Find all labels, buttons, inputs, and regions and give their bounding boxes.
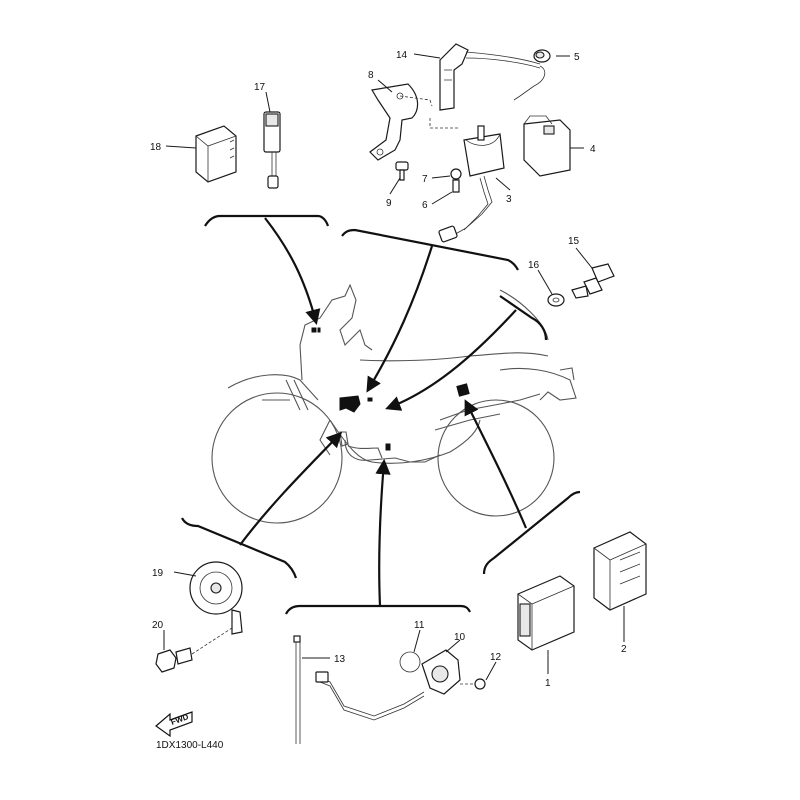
- callout-15[interactable]: 15: [568, 236, 580, 247]
- part-2-regulator[interactable]: [593, 531, 647, 611]
- callout-3[interactable]: 3: [506, 194, 512, 205]
- motorcycle-silhouette: [211, 283, 577, 524]
- leader-lines: [163, 53, 625, 681]
- callout-7[interactable]: 7: [422, 174, 428, 185]
- callout-18[interactable]: 18: [150, 142, 162, 153]
- part-4-coil-cover[interactable]: [523, 115, 571, 177]
- callout-14[interactable]: 14: [396, 50, 408, 61]
- part-10-sensor-plate[interactable]: [315, 649, 461, 721]
- callout-20[interactable]: 20: [152, 620, 164, 631]
- part-1-cdi-unit[interactable]: [517, 575, 575, 651]
- callout-16[interactable]: 16: [528, 260, 540, 271]
- group-brackets: [181, 214, 581, 615]
- callout-19[interactable]: 19: [152, 568, 164, 579]
- part-9-bolt[interactable]: [395, 161, 409, 181]
- part-11-o-ring[interactable]: [399, 651, 421, 673]
- callout-17[interactable]: 17: [254, 82, 266, 93]
- part-20-bolt[interactable]: [155, 627, 233, 673]
- callout-8[interactable]: 8: [368, 70, 374, 81]
- part-5-cap[interactable]: [533, 49, 551, 63]
- fwd-arrow-icon: FWD: [155, 711, 193, 738]
- part-19-horn[interactable]: [189, 561, 243, 635]
- part-18-relay[interactable]: [195, 125, 237, 183]
- callout-10[interactable]: 10: [454, 632, 466, 643]
- part-8-bracket[interactable]: [369, 83, 433, 161]
- callout-4[interactable]: 4: [590, 144, 596, 155]
- callout-5[interactable]: 5: [574, 52, 580, 63]
- callout-9[interactable]: 9: [386, 198, 392, 209]
- drawing-code: 1DX1300-L440: [156, 740, 224, 751]
- part-12-screw[interactable]: [460, 678, 486, 690]
- callout-13[interactable]: 13: [334, 654, 346, 665]
- callout-2[interactable]: 2: [621, 644, 627, 655]
- part-3-ignition-coil[interactable]: [429, 118, 505, 243]
- part-13-cable-tie[interactable]: [293, 635, 301, 744]
- part-14-plug-cap[interactable]: [439, 43, 546, 111]
- callout-12[interactable]: 12: [490, 652, 502, 663]
- part-17-connector[interactable]: [263, 111, 281, 189]
- callout-6[interactable]: 6: [422, 200, 428, 211]
- part-16-washer[interactable]: [547, 293, 565, 307]
- part-15-sensor[interactable]: [571, 263, 615, 299]
- pointer-arrows: [239, 217, 528, 607]
- callout-1[interactable]: 1: [545, 678, 551, 689]
- callout-11[interactable]: 11: [414, 620, 425, 631]
- callout-labels: 14 5 8 17 18 4 7 9 6 3 15 16 19 20 13 11…: [150, 50, 627, 689]
- part-7-bolt[interactable]: [450, 168, 462, 193]
